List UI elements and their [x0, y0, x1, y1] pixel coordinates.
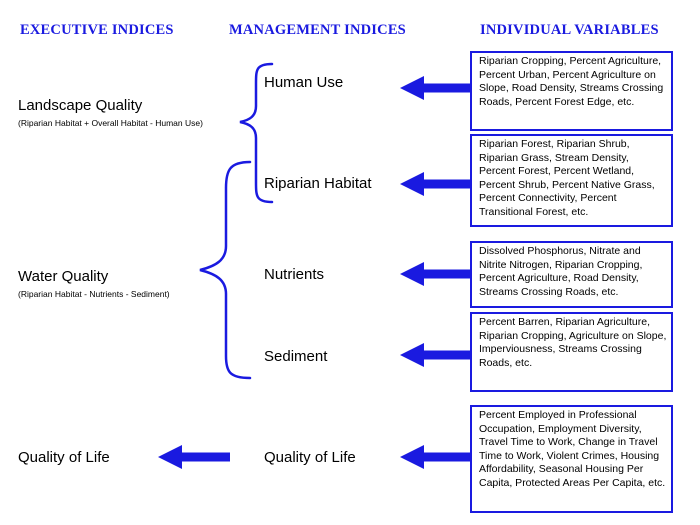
- header-management-indices: MANAGEMENT INDICES: [229, 22, 406, 38]
- variables-box-sediment: Percent Barren, Riparian Agriculture, Ri…: [470, 312, 673, 392]
- management-quality-of-life: Quality of Life: [264, 449, 356, 466]
- arrow-nutrients: [400, 262, 470, 286]
- brace-landscape-quality: [239, 62, 274, 204]
- management-riparian-habitat: Riparian Habitat: [264, 175, 372, 192]
- arrow-sediment: [400, 343, 470, 367]
- executive-water-quality: Water Quality: [18, 268, 109, 285]
- header-individual-variables: INDIVIDUAL VARIABLES: [480, 22, 659, 38]
- management-sediment: Sediment: [264, 348, 328, 365]
- variables-box-human-use: Riparian Cropping, Percent Agriculture, …: [470, 51, 673, 131]
- executive-landscape-quality: Landscape Quality: [18, 97, 143, 114]
- executive-landscape-quality-formula: (Riparian Habitat + Overall Habitat - Hu…: [18, 118, 203, 128]
- arrow-human-use: [400, 76, 470, 100]
- arrow-quality-of-life-executive: [158, 445, 230, 469]
- arrow-quality-of-life-variables: [400, 445, 470, 469]
- executive-water-quality-formula: (Riparian Habitat - Nutrients - Sediment…: [18, 289, 170, 299]
- variables-box-nutrients: Dissolved Phosphorus, Nitrate and Nitrit…: [470, 241, 673, 308]
- header-executive-indices: EXECUTIVE INDICES: [20, 22, 174, 38]
- management-human-use: Human Use: [264, 74, 344, 91]
- arrow-riparian-habitat: [400, 172, 470, 196]
- brace-water-quality: [199, 160, 252, 380]
- executive-quality-of-life: Quality of Life: [18, 449, 110, 466]
- variables-box-quality-of-life: Percent Employed in Professional Occupat…: [470, 405, 673, 513]
- variables-box-riparian-habitat: Riparian Forest, Riparian Shrub, Riparia…: [470, 134, 673, 227]
- management-nutrients: Nutrients: [264, 266, 325, 283]
